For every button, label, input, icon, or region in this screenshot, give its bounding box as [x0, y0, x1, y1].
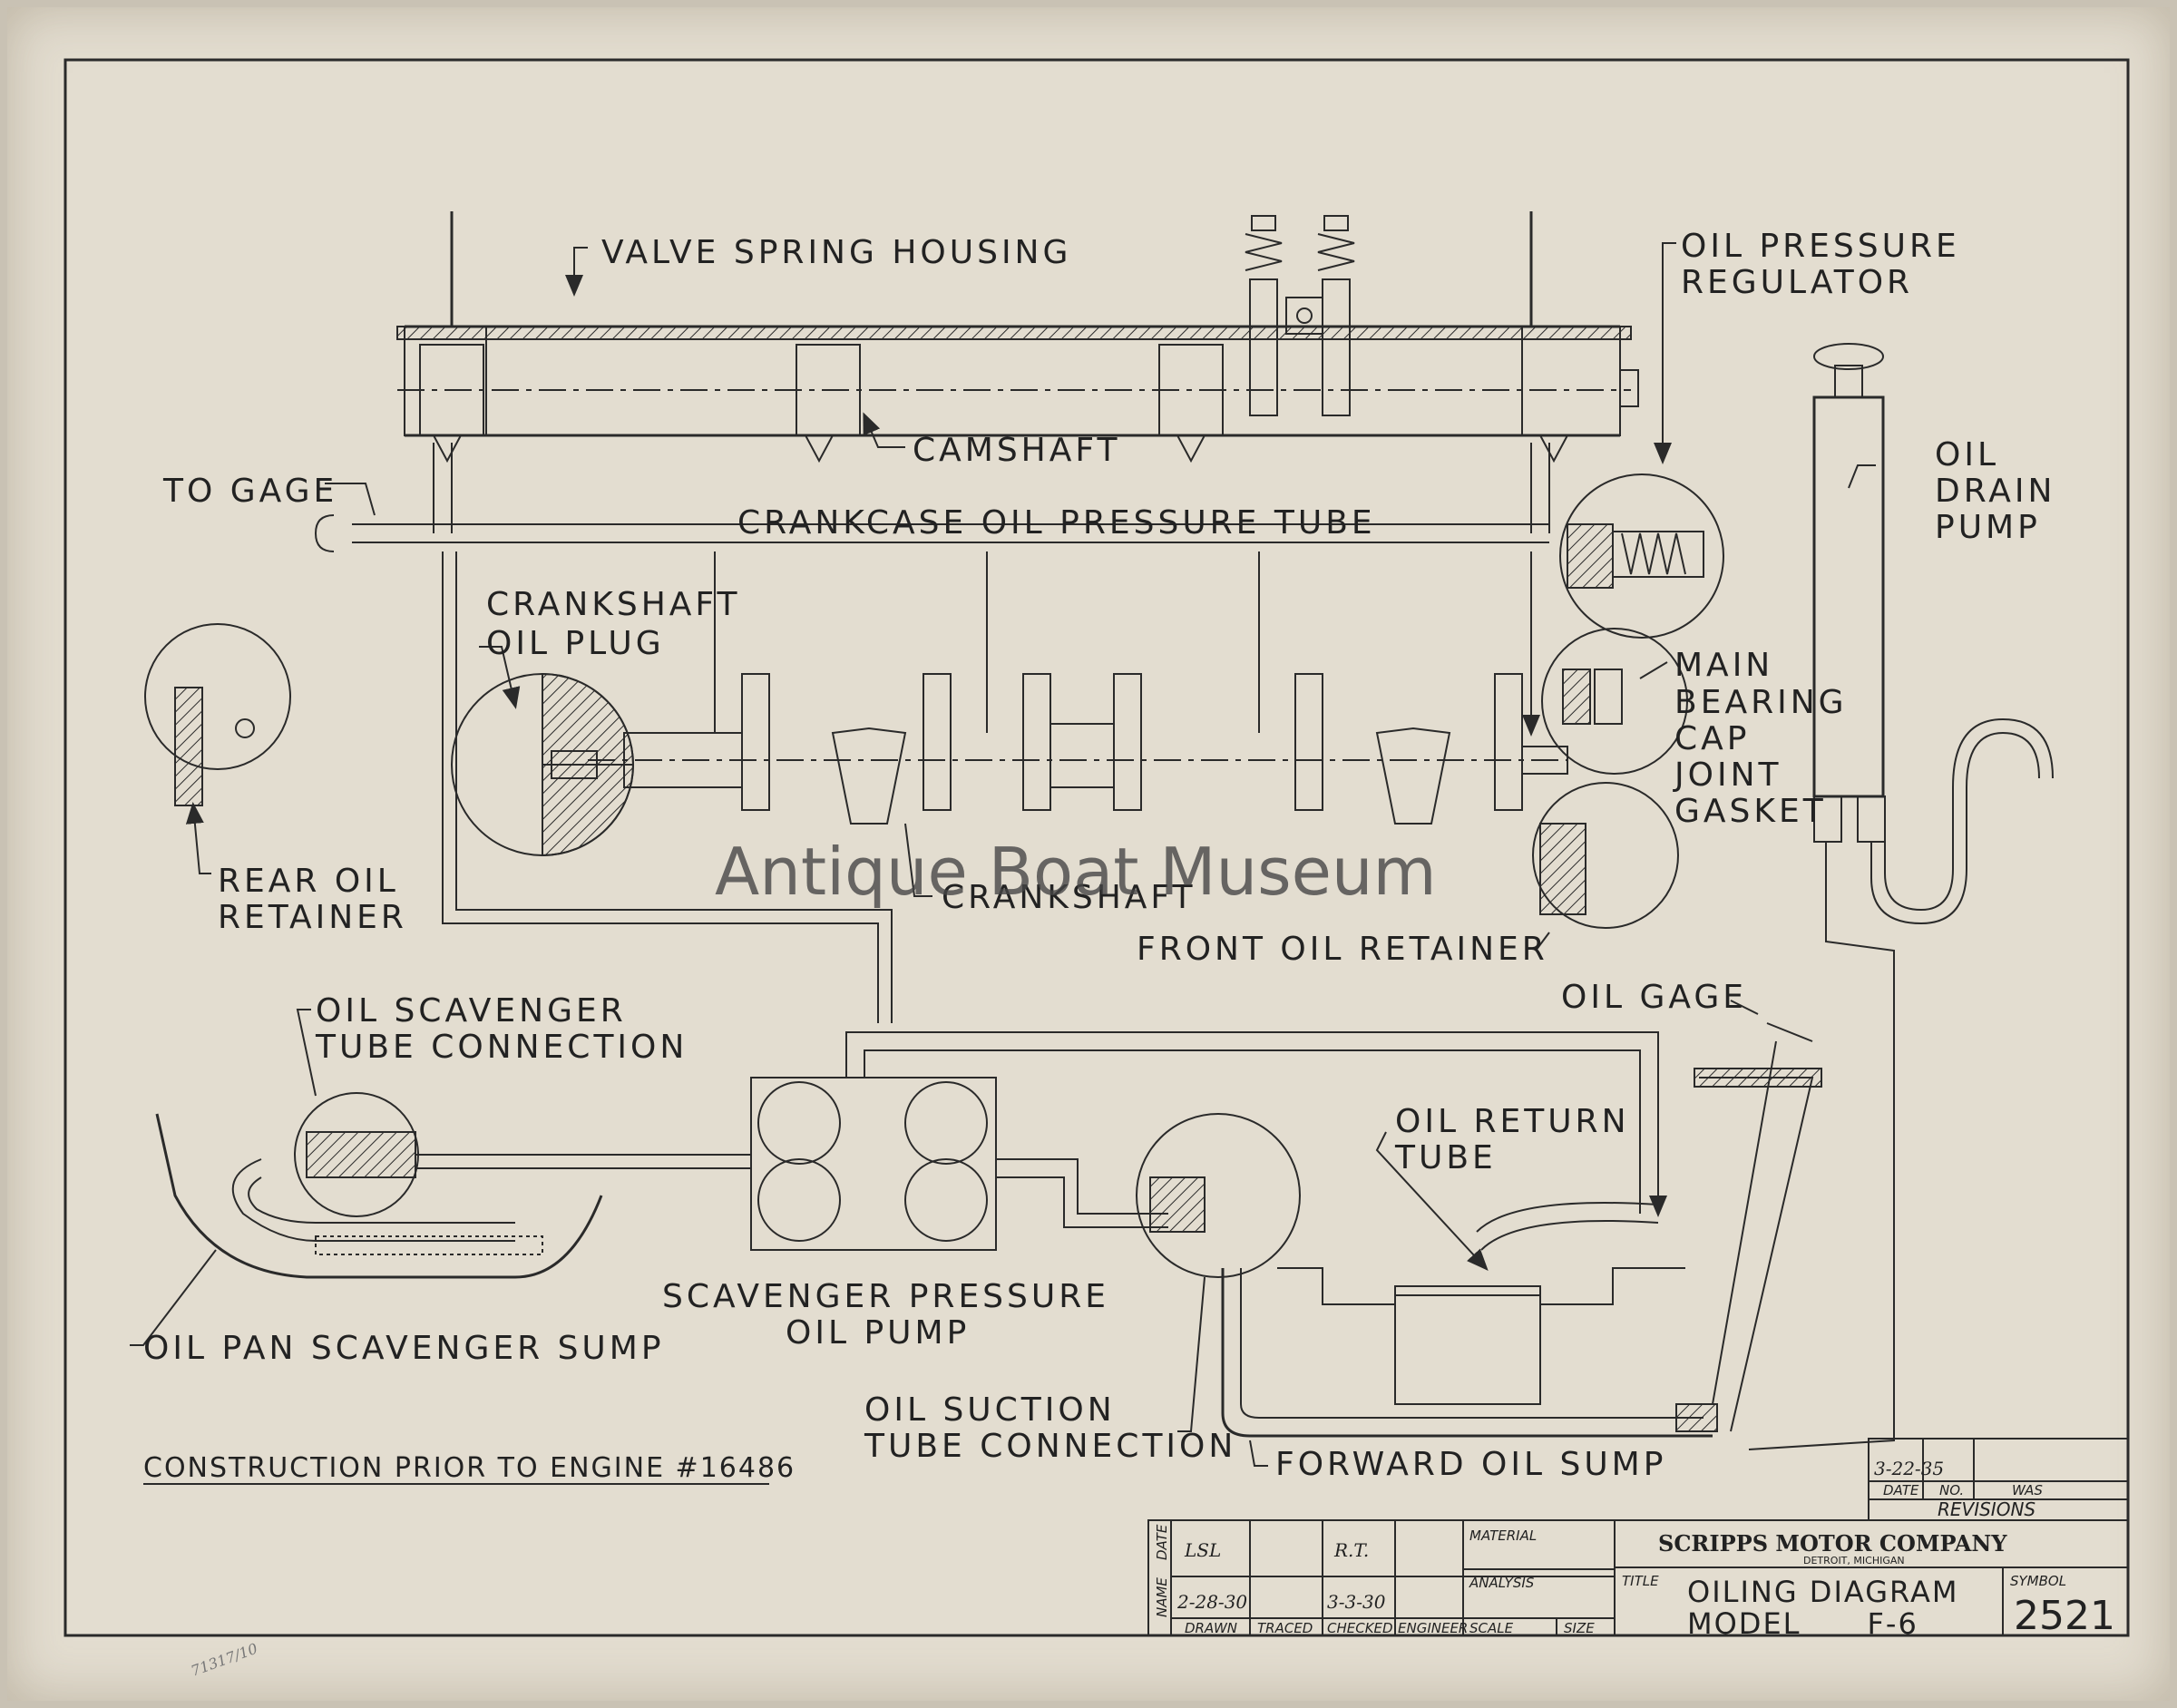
tb-col-traced: TRACED: [1257, 1620, 1313, 1636]
label-oil-gage: OIL GAGE: [1561, 979, 1747, 1016]
tb-col-scale: SCALE: [1469, 1620, 1514, 1636]
label-rear-oil-retainer-2: RETAINER: [218, 899, 407, 936]
label-to-gage: TO GAGE: [162, 473, 337, 510]
label-construction-note: CONSTRUCTION PRIOR TO ENGINE #16486: [143, 1452, 796, 1484]
tb-col-engineer: ENGINEER: [1398, 1620, 1468, 1636]
label-camshaft: CAMSHAFT: [913, 432, 1120, 469]
margin-note: 71317/10: [189, 1640, 260, 1680]
revision-col-was: WAS: [2012, 1482, 2043, 1498]
tb-side-name: NAME: [1154, 1577, 1170, 1617]
revision-col-no: NO.: [1939, 1482, 1964, 1498]
tb-drawn-name: LSL: [1184, 1539, 1221, 1561]
tb-company: SCRIPPS MOTOR COMPANY: [1658, 1530, 2007, 1557]
label-crankshaft: CRANKSHAFT: [942, 879, 1196, 916]
tb-location: DETROIT, MICHIGAN: [1803, 1555, 1905, 1566]
valve-springs: [1245, 215, 1355, 416]
tb-material: MATERIAL: [1469, 1527, 1537, 1544]
tb-symbol-label: SYMBOL: [2010, 1573, 2066, 1589]
tb-checked-date: 3-3-30: [1327, 1591, 1386, 1613]
tb-drawn-date: 2-28-30: [1176, 1591, 1247, 1613]
label-valve-spring-housing: VALVE SPRING HOUSING: [601, 234, 1071, 271]
oil-pressure-regulator-detail: [1559, 473, 1724, 639]
drawing-sheet: VALVE SPRING HOUSING OIL PRESSURE REGULA…: [7, 7, 2170, 1701]
tb-col-drawn: DRAWN: [1185, 1620, 1237, 1636]
label-oil-drain-pump-2: DRAIN: [1935, 473, 2055, 510]
label-oil-pressure-regulator-1: OIL PRESSURE: [1681, 228, 1960, 265]
callout-labels: VALVE SPRING HOUSING OIL PRESSURE REGULA…: [143, 228, 2055, 1485]
revision-col-date: DATE: [1883, 1482, 1919, 1498]
label-crankcase-oil-pressure-tube: CRANKCASE OIL PRESSURE TUBE: [737, 504, 1376, 542]
oiling-diagram: VALVE SPRING HOUSING OIL PRESSURE REGULA…: [63, 58, 2130, 1680]
leader-lines: [130, 242, 1876, 1467]
label-oil-scavenger-1: OIL SCAVENGER: [316, 992, 627, 1030]
label-oil-return-2: TUBE: [1394, 1139, 1497, 1176]
label-scavenger-pump-2: OIL PUMP: [786, 1314, 970, 1352]
label-crankshaft-oil-plug-2: OIL PLUG: [486, 625, 665, 662]
revisions-title: REVISIONS: [1938, 1498, 2035, 1520]
forward-oil-sump: [1136, 1022, 1822, 1438]
revisions-block: 3-22-35 DATE NO. WAS REVISIONS: [1868, 1438, 2129, 1521]
tb-symbol: 2521: [2014, 1593, 2115, 1639]
tb-checked-name: R.T.: [1333, 1539, 1369, 1561]
sheet-border: [63, 58, 2130, 1637]
tb-title-label: TITLE: [1622, 1573, 1659, 1589]
crankshaft-oil-plug-detail: [451, 672, 635, 857]
scavenger-pressure-oil-pump: [750, 1031, 1667, 1251]
tb-side-date: DATE: [1154, 1524, 1170, 1560]
main-bearing-detail: [1541, 628, 1688, 775]
tb-title-line1: OILING DIAGRAM: [1687, 1575, 1958, 1609]
label-main-bearing-3: CAP: [1674, 720, 1750, 757]
label-main-bearing-1: MAIN: [1674, 647, 1773, 684]
label-oil-return-1: OIL RETURN: [1395, 1103, 1630, 1140]
label-oil-pan-scavenger-sump: OIL PAN SCAVENGER SUMP: [143, 1330, 665, 1367]
tb-analysis: ANALYSIS: [1469, 1575, 1535, 1591]
rear-oil-retainer-detail: [144, 623, 291, 806]
title-block: DATE NAME LSL R.T. 2-28-30 3-3-30 MATERI…: [1147, 1519, 2129, 1641]
label-crankshaft-oil-plug-1: CRANKSHAFT: [486, 586, 740, 623]
label-oil-drain-pump-3: PUMP: [1935, 509, 2041, 546]
label-front-oil-retainer: FRONT OIL RETAINER: [1137, 931, 1548, 968]
label-oil-scavenger-2: TUBE CONNECTION: [315, 1029, 688, 1066]
revision-date-value: 3-22-35: [1874, 1458, 1944, 1479]
crankshaft-assembly: [588, 673, 1568, 825]
tb-title-line2: MODEL F-6: [1687, 1606, 1918, 1641]
label-main-bearing-2: BEARING: [1674, 684, 1848, 721]
front-oil-retainer-detail: [1532, 782, 1679, 929]
label-main-bearing-4: JOINT: [1673, 756, 1782, 794]
label-scavenger-pump-1: SCAVENGER PRESSURE: [662, 1278, 1109, 1315]
watermark: Antique Boat Museum: [715, 834, 1437, 910]
label-oil-drain-pump-1: OIL: [1935, 436, 1999, 473]
tb-col-size: SIZE: [1564, 1620, 1595, 1636]
oil-drain-pump: [1748, 343, 2054, 1450]
label-oil-pressure-regulator-2: REGULATOR: [1681, 264, 1913, 301]
label-main-bearing-5: GASKET: [1674, 793, 1827, 830]
crankcase-oil-pressure-tube: [314, 443, 1549, 1023]
label-rear-oil-retainer-1: REAR OIL: [218, 863, 399, 900]
label-oil-suction-2: TUBE CONNECTION: [864, 1428, 1236, 1465]
tb-col-checked: CHECKED: [1327, 1620, 1393, 1636]
label-forward-oil-sump: FORWARD OIL SUMP: [1275, 1446, 1666, 1483]
oil-pan-scavenger-sump: [155, 1092, 751, 1279]
label-oil-suction-1: OIL SUCTION: [864, 1391, 1116, 1429]
